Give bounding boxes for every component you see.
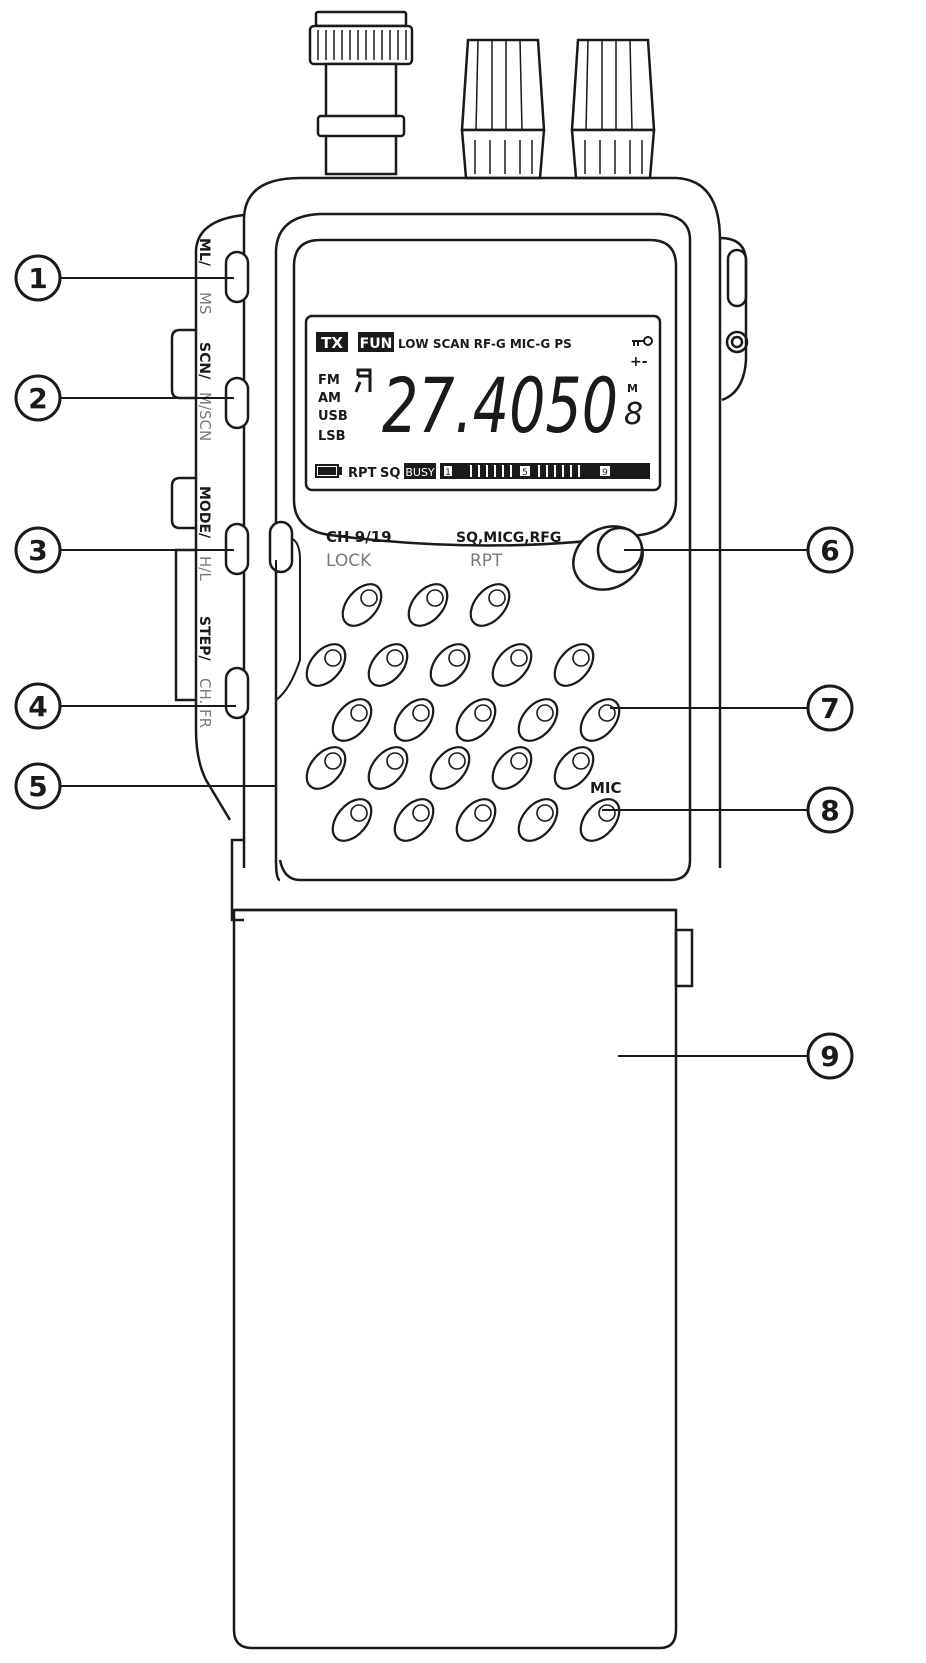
side-label-step: STEP/ <box>196 616 212 661</box>
lcd-mode-am: AM <box>318 391 341 406</box>
antenna <box>308 10 414 176</box>
keypad-key-10[interactable] <box>387 692 441 748</box>
keypad-key-17[interactable] <box>485 740 539 796</box>
side-key-5 <box>268 520 294 574</box>
callout-number: 7 <box>820 692 839 725</box>
label-lock: LOCK <box>326 551 372 571</box>
callout-7: 7 <box>806 684 854 732</box>
meter-mark-1: 1 <box>445 468 451 478</box>
lcd-content: TX FUN LOW SCAN RF-G MIC-G PS +- FM AM U… <box>315 332 653 481</box>
keypad-key-5[interactable] <box>361 637 415 693</box>
side-label-group: ML/ MS SCN/ M/SCN MODE/ H/L STEP/ CH. FR <box>196 238 214 728</box>
side-label-hl: H/L <box>196 556 214 581</box>
keypad-key-9[interactable] <box>325 692 379 748</box>
callout-number: 1 <box>28 262 47 295</box>
label-rpt: RPT <box>470 551 503 571</box>
side-key-2 <box>224 376 250 430</box>
side-label-scn: SCN/ <box>196 342 212 380</box>
keypad-key-16[interactable] <box>423 740 477 796</box>
label-ch: CH 9/19 <box>326 528 392 546</box>
side-label-mode: MODE/ <box>196 486 212 539</box>
lcd-mode-fm: FM <box>318 373 340 388</box>
keypad-key-20[interactable] <box>387 792 441 848</box>
leader-lines <box>60 277 808 1057</box>
callout-group: 1 2 3 4 5 6 7 8 9 <box>14 254 854 1080</box>
side-label-mscn: M/SCN <box>196 392 214 441</box>
lcd-mode-usb: USB <box>318 409 348 424</box>
callout-number: 5 <box>28 770 47 803</box>
lcd-rpt: RPT <box>348 466 377 481</box>
lcd-sq: SQ <box>380 466 400 481</box>
callout-number: 3 <box>28 534 47 567</box>
callout-4: 4 <box>14 682 62 730</box>
lcd-memory-flag: M <box>627 382 638 395</box>
keypad-key-15[interactable] <box>361 740 415 796</box>
keypad-key-19[interactable] <box>325 792 379 848</box>
callout-number: 2 <box>28 382 47 415</box>
lcd-channel-digit: 8 <box>624 397 643 432</box>
callout-number: 9 <box>820 1040 839 1073</box>
keypad-key-2[interactable] <box>401 577 455 633</box>
callout-5: 5 <box>14 762 62 810</box>
keypad-key-23[interactable] <box>573 792 627 848</box>
label-sq: SQ,MICG,RFG <box>456 530 561 546</box>
callout-2: 2 <box>14 374 62 422</box>
callout-1: 1 <box>14 254 62 302</box>
music-note-icon <box>354 368 372 393</box>
meter-mark-5: 5 <box>522 468 528 478</box>
keypad <box>299 577 627 848</box>
label-mic: MIC <box>590 779 622 797</box>
battery-icon <box>315 464 342 478</box>
callout-3: 3 <box>14 526 62 574</box>
keypad-key-8[interactable] <box>547 637 601 693</box>
keypad-key-3[interactable] <box>463 577 517 633</box>
callout-number: 4 <box>28 690 47 723</box>
callout-8: 8 <box>806 786 854 834</box>
keypad-key-7[interactable] <box>485 637 539 693</box>
keypad-key-22[interactable] <box>511 792 565 848</box>
battery-pack <box>232 908 694 1650</box>
keypad-key-11[interactable] <box>449 692 503 748</box>
lcd-top-status: LOW SCAN RF-G MIC-G PS <box>398 337 572 351</box>
lcd-tx: TX <box>321 334 343 352</box>
signal-meter: 1 5 9 <box>440 463 650 479</box>
lcd-busy: BUSY <box>405 466 435 479</box>
side-label-ml: ML/ <box>196 238 212 267</box>
knob-right <box>570 38 656 180</box>
callout-6: 6 <box>806 526 854 574</box>
radio-body <box>170 176 749 922</box>
keypad-key-13[interactable] <box>573 692 627 748</box>
callout-number: 8 <box>820 794 839 827</box>
lcd-fun: FUN <box>360 336 393 352</box>
side-label-ms: MS <box>196 292 214 314</box>
side-keys <box>224 250 294 720</box>
knob-left <box>460 38 546 180</box>
keypad-key-12[interactable] <box>511 692 565 748</box>
front-panel <box>274 212 692 882</box>
keypad-key-1[interactable] <box>335 577 389 633</box>
keypad-key-18[interactable] <box>547 740 601 796</box>
callout-9: 9 <box>806 1032 854 1080</box>
side-key-4 <box>224 666 250 720</box>
lcd-mode-lsb: LSB <box>318 429 346 444</box>
keypad-key-21[interactable] <box>449 792 503 848</box>
side-label-chfr: CH. FR <box>196 678 214 728</box>
lcd-screen <box>304 314 662 492</box>
keypad-key-4[interactable] <box>299 637 353 693</box>
keypad-key-14[interactable] <box>299 740 353 796</box>
callout-number: 6 <box>820 534 839 567</box>
lcd-bezel <box>292 238 678 547</box>
meter-mark-9: 9 <box>602 468 608 478</box>
lcd-plus-minus: +- <box>630 354 648 370</box>
key-lock-icon <box>632 336 653 346</box>
lcd-frequency: 27.4050 <box>382 361 618 450</box>
keypad-key-6[interactable] <box>423 637 477 693</box>
round-function-button <box>572 525 644 591</box>
